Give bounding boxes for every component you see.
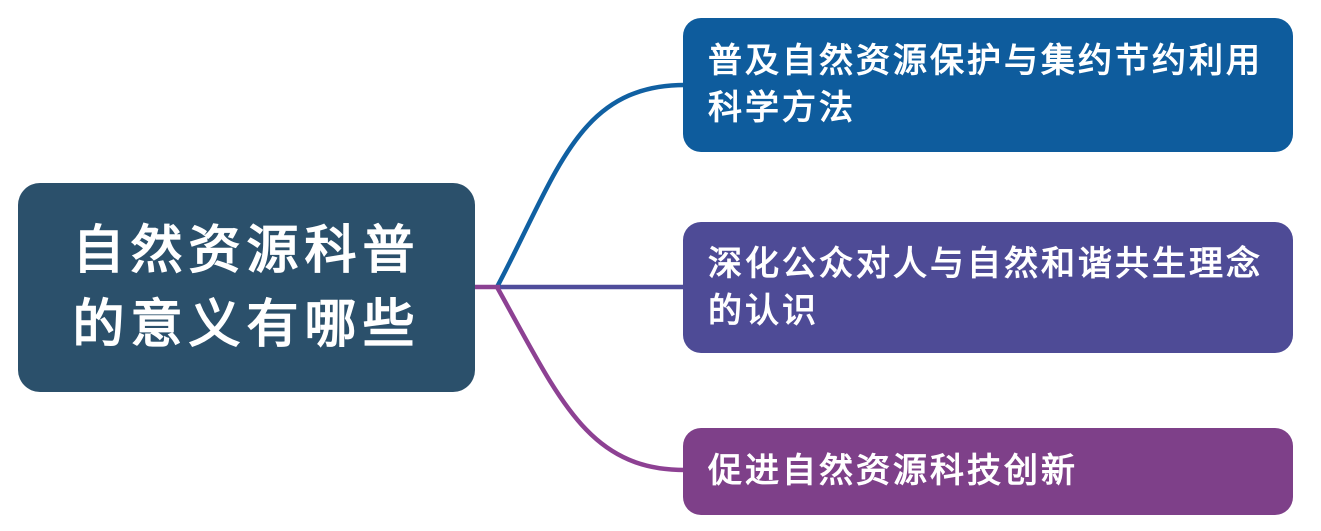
branch-node-deepen-understanding[interactable]: 深化公众对人与自然和谐共生理念 的认识 [683,222,1293,353]
branch-node-promote-innovation[interactable]: 促进自然资源科技创新 [683,428,1293,515]
connector-branch-3 [495,285,686,473]
branch-2-label-line1: 深化公众对人与自然和谐共生理念 [708,244,1263,283]
root-node[interactable]: 自然资源科普 的意义有哪些 [18,183,475,392]
root-node-label-line1: 自然资源科普 [72,221,421,280]
branch-1-label-line1: 普及自然资源保护与集约节约利用 [708,42,1263,80]
root-node-label-line2: 的意义有哪些 [72,295,421,354]
branch-3-label-line1: 促进自然资源科技创新 [708,452,1078,490]
connector-branch-1 [495,82,686,289]
branch-1-label-line2: 科学方法 [708,89,856,127]
branch-2-label-line2: 的认识 [708,291,819,330]
branch-node-popularize-methods[interactable]: 普及自然资源保护与集约节约利用 科学方法 [683,18,1293,152]
